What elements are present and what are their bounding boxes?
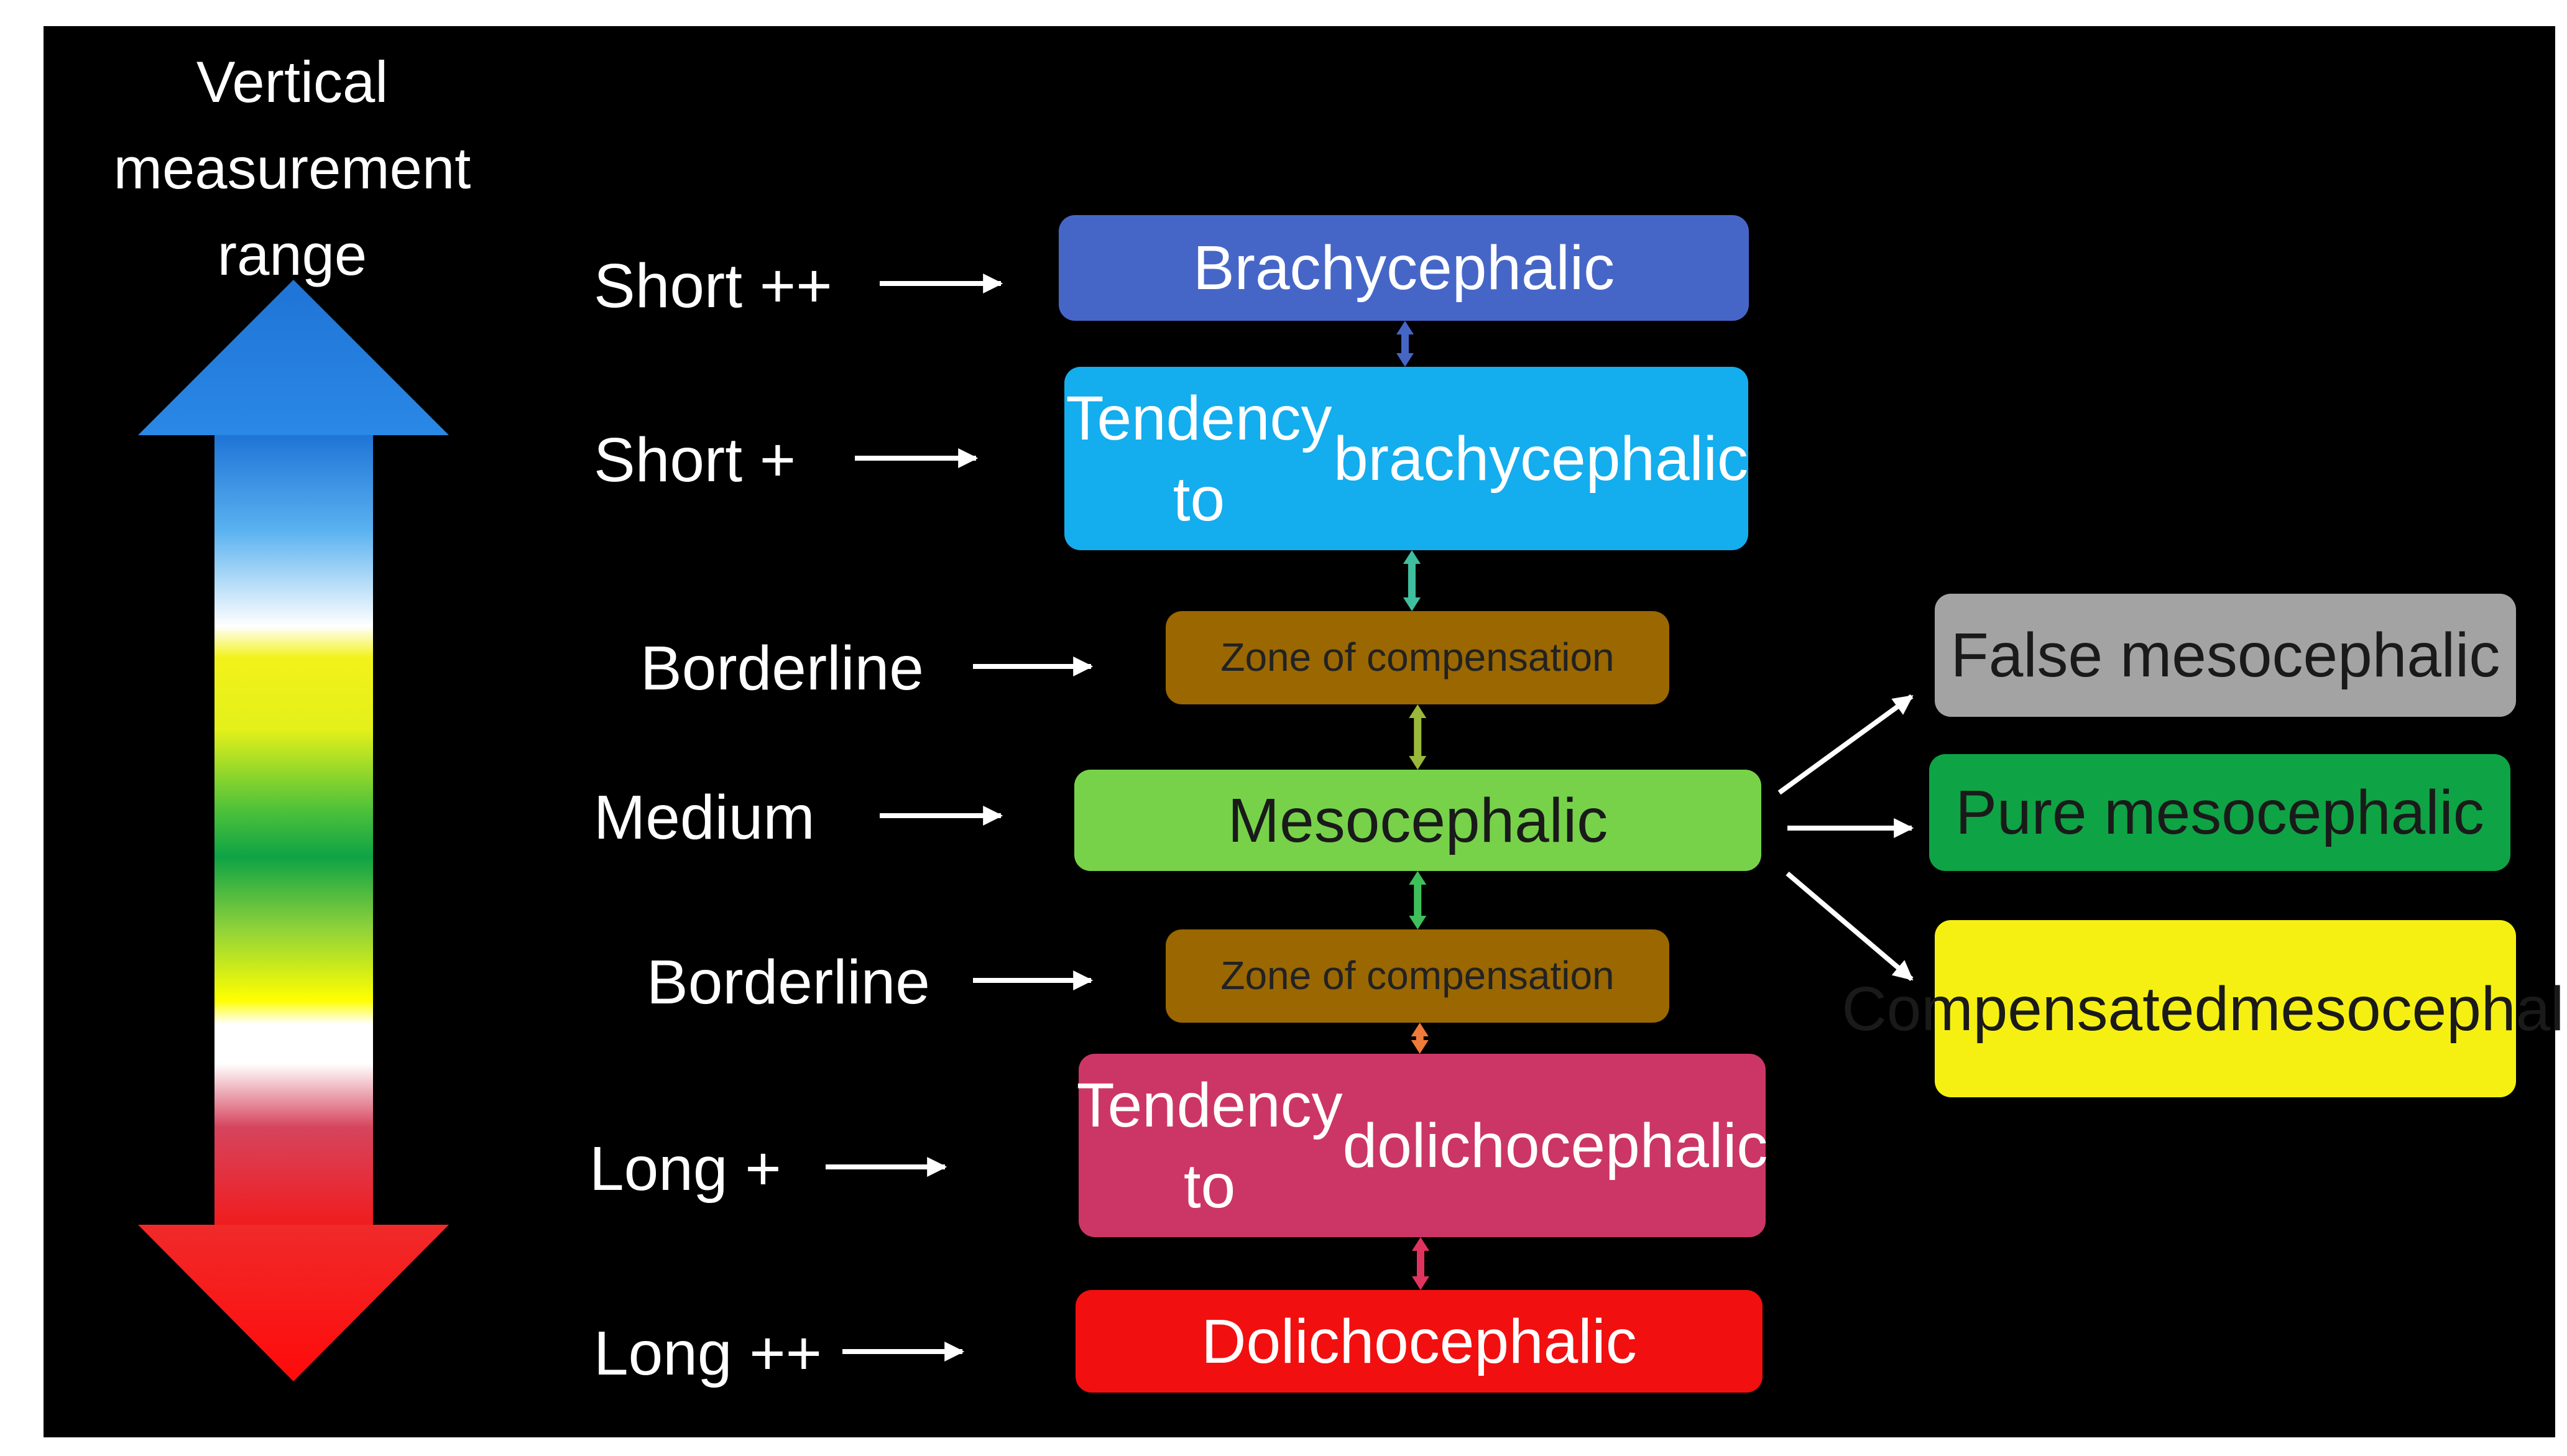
zone-of-compensation-box: Zone of compensation [1166,929,1669,1023]
arrow-head-up [138,280,449,435]
box-text: Compensated [1841,974,2229,1044]
box-text: Zone of compensation [1220,953,1615,998]
false-mesocephalic-box: False mesocephalic [1935,594,2516,717]
branch-arrow [1786,871,1914,982]
box-text: Pure mesocephalic [1955,778,2484,847]
dolichocephalic-box: Dolichocephalic [1076,1290,1763,1393]
mesocephalic-box: Mesocephalic [1074,770,1761,871]
pure-mesocephalic-box: Pure mesocephalic [1929,754,2510,871]
zone-of-compensation-box: Zone of compensation [1166,611,1669,704]
level-label: Medium [594,783,815,852]
scale-title: Vertical measurement range [44,39,541,298]
box-connectors [1396,321,1429,1290]
level-label: Borderline [640,634,924,703]
arrow-shaft [214,435,373,1231]
label-arrows [826,274,1094,1362]
arrow-head-down [138,1225,449,1381]
level-label: Short + [594,425,796,495]
box-text: Tendency to [1066,383,1332,534]
box-text: Zone of compensation [1220,635,1615,680]
scale-title-line: range [217,222,367,288]
level-label: Short ++ [594,251,832,321]
level-label: Long + [589,1134,781,1204]
connector-arrow [1411,1023,1429,1054]
scale-title-line: measurement [113,136,471,201]
branch-arrow [1777,694,1914,795]
measurement-range-arrow [138,280,449,1381]
brachycephalic-box: Brachycephalic [1059,215,1749,321]
compensated-mesocephalic-box: Compensated mesocephalic [1841,920,2567,1097]
level-label: Long ++ [594,1319,823,1388]
box-text: Dolichocephalic [1201,1306,1637,1376]
box-text: dolichocephalic [1342,1110,1768,1181]
branch-arrows [1777,694,1914,982]
box-text: Brachycephalic [1192,233,1615,303]
scale-title-line: Vertical [196,49,389,114]
box-text: brachycephalic [1333,423,1748,494]
box-text: False mesocephalic [1950,620,2500,690]
tendency-brachycephalic-box: Tendency to brachycephalic [1064,367,1748,550]
connector-arrow [1403,550,1421,611]
box-text: Tendency to [1076,1070,1343,1221]
box-text: mesocephalic [2229,974,2567,1044]
connector-arrow [1409,704,1427,770]
tendency-dolichocephalic-box: Tendency to dolichocephalic [1076,1054,1768,1237]
level-label: Borderline [647,947,930,1017]
connector-arrow [1409,871,1427,929]
connector-arrow [1412,1237,1429,1290]
box-text: Mesocephalic [1227,785,1608,855]
connector-arrow [1396,321,1414,367]
